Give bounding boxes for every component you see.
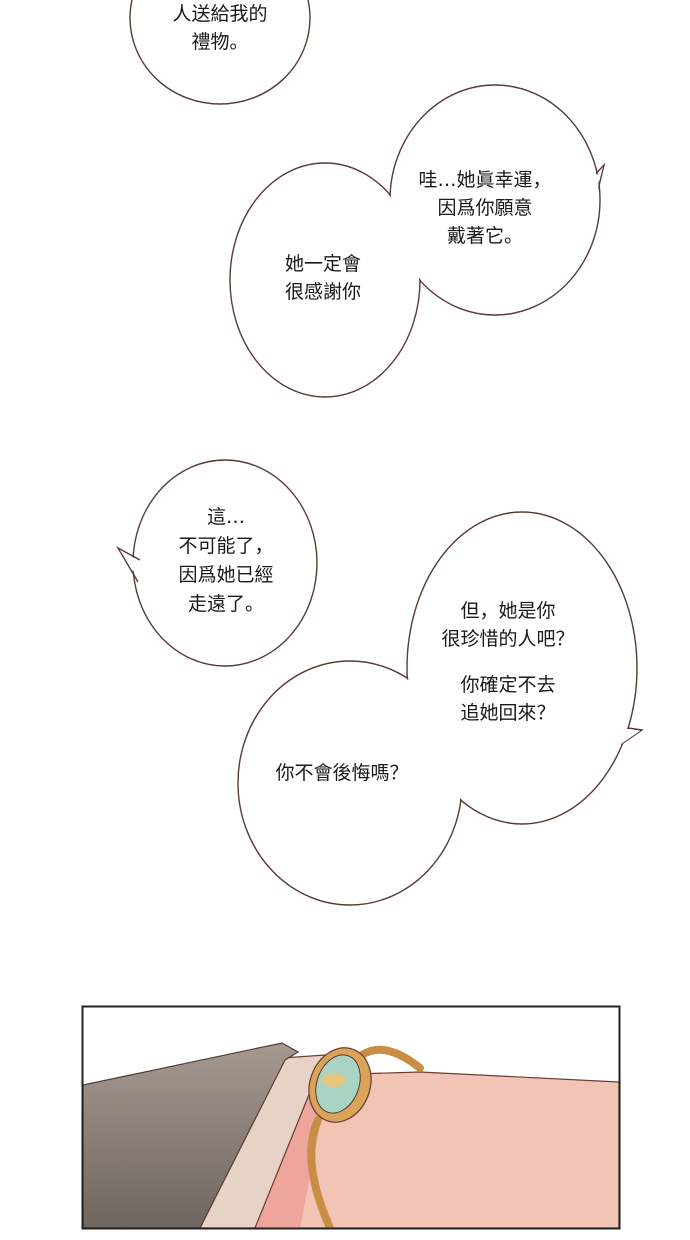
dialogue-line: 很感謝你	[284, 281, 362, 303]
dialogue-line: 禮物。	[191, 31, 249, 53]
dialogue-line: 戴著它。	[446, 225, 524, 247]
bubble-gift-outline	[129, 0, 311, 105]
dialogue-line: 因爲她已經	[178, 564, 274, 586]
dialogue-line: 不可能了，	[178, 535, 274, 557]
dialogue-line: 你確定不去	[460, 674, 556, 696]
dialogue-line: 很珍惜的人吧？	[441, 628, 575, 650]
bubble-chase-text: 你確定不去 追她回來？	[460, 671, 555, 727]
sleeve	[83, 1042, 300, 1228]
dialogue-line: 但，她是你	[460, 600, 556, 622]
bubble-lucky-text: 哇…她眞幸運， 因爲你願意 戴著它。	[418, 166, 551, 250]
dialogue-line: 因爲你願意	[437, 197, 533, 219]
dialogue-line: 走遠了。	[187, 593, 265, 615]
bubble-thankful-text: 她一定會 很感謝你	[285, 250, 361, 306]
bubble-regret-text: 你不會後悔嗎？	[275, 759, 408, 787]
dialogue-line: 你不會後悔嗎？	[275, 762, 409, 784]
dialogue-line: 她一定會	[284, 253, 362, 275]
bubble-gift-text: 人送給我的 禮物。	[172, 0, 267, 56]
bubble-cherish-text: 但，她是你 很珍惜的人吧？	[441, 597, 574, 653]
bubble-cherish-tail	[619, 727, 644, 746]
dialogue-line: 哇…她眞幸運，	[418, 169, 552, 191]
dialogue-line: 這…	[206, 506, 246, 528]
dialogue-line: 追她回來？	[460, 702, 556, 724]
bracelet-chain	[307, 1045, 424, 1228]
bubble-cherish-outline	[406, 511, 638, 825]
bubble-gone-text: 這… 不可能了， 因爲她已經 走遠了。	[178, 503, 273, 619]
panel-border	[81, 1005, 621, 1230]
dialogue-line: 人送給我的	[172, 3, 268, 25]
bubble-thankful-outline	[229, 162, 421, 398]
